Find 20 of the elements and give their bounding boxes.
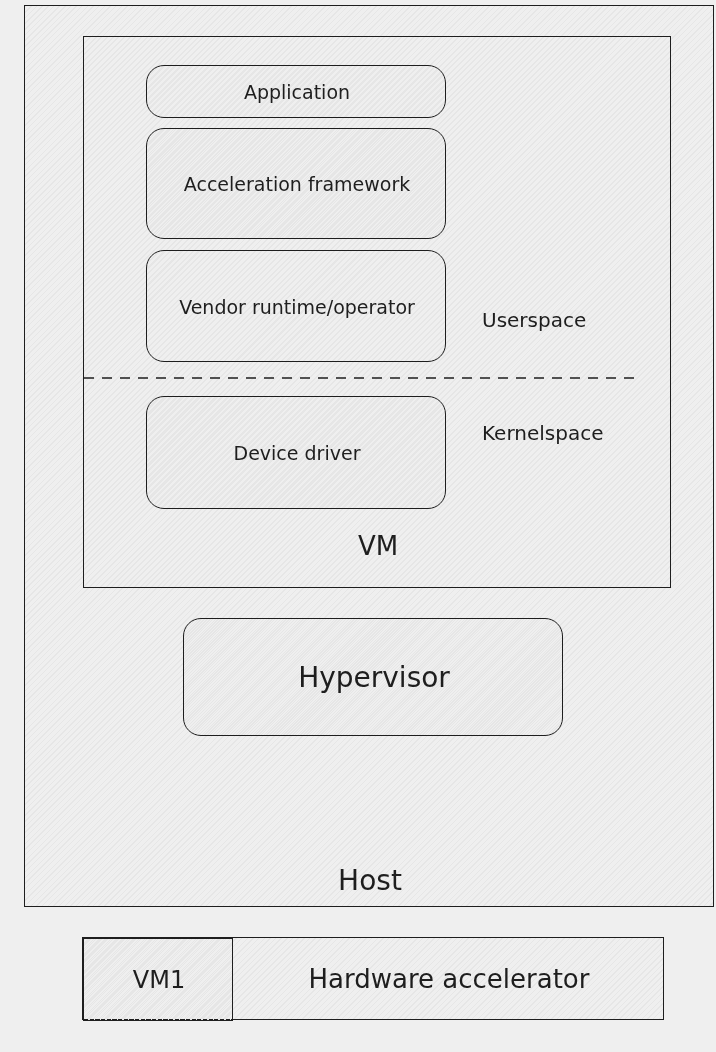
driver-box — [146, 396, 446, 509]
vm1-box — [83, 938, 233, 1021]
host-box — [24, 5, 714, 907]
node-label: Hardware accelerator — [307, 962, 591, 996]
node-label: Hypervisor — [297, 659, 451, 696]
node-label: Device driver — [232, 441, 362, 466]
node-label: VM1 — [131, 964, 187, 996]
runtime-box — [146, 250, 446, 362]
vm-box — [83, 36, 671, 588]
hardware-accelerator-box — [82, 937, 664, 1020]
region-label: Kernelspace — [482, 421, 604, 445]
node-label: Vendor runtime/operator — [178, 294, 416, 320]
node-label: VM — [356, 530, 400, 564]
node-label: Application — [242, 80, 352, 105]
framework-box — [146, 128, 446, 239]
hypervisor-box — [183, 618, 563, 736]
region-label: Userspace — [482, 308, 587, 332]
node-label: Host — [337, 862, 403, 899]
application-box — [146, 65, 446, 118]
node-label: Acceleration framework — [182, 172, 412, 197]
